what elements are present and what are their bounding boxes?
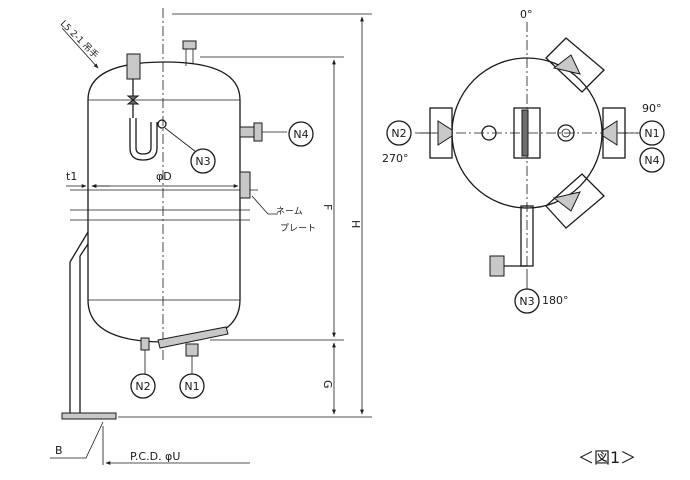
name-plate bbox=[239, 171, 278, 215]
support-lug-lower bbox=[545, 173, 605, 229]
bubble-n2-plan: N2 bbox=[386, 120, 412, 146]
pcd-dimension bbox=[50, 421, 250, 465]
label-0-deg: 0° bbox=[520, 8, 533, 21]
label-180-deg: 180° bbox=[542, 294, 569, 307]
svg-text:N3: N3 bbox=[519, 295, 534, 308]
n3-leader bbox=[164, 127, 197, 153]
plan-top-view: 0° 90° 270° 180° N2 N1 N4 N3 bbox=[382, 8, 665, 314]
label-270-deg: 270° bbox=[382, 152, 409, 165]
nozzle-plan-left bbox=[481, 125, 497, 141]
label-l5: L5 2-1 吊手 bbox=[58, 18, 101, 61]
label-h: H bbox=[349, 220, 362, 228]
svg-text:N2: N2 bbox=[391, 127, 406, 140]
side-elevation-view: L5 2-1 吊手 t1 φD ネーム プレート F H G B P.C.D. … bbox=[50, 8, 372, 465]
bottom-nozzles bbox=[140, 326, 229, 374]
manhole-plan bbox=[513, 107, 541, 159]
label-f: F bbox=[321, 204, 334, 210]
valve-icon bbox=[126, 95, 140, 105]
label-t1: t1 bbox=[66, 170, 77, 183]
label-diameter: φD bbox=[156, 170, 172, 183]
svg-text:N1: N1 bbox=[644, 127, 659, 140]
nozzle-n1-plan bbox=[602, 107, 638, 159]
support-lug-upper bbox=[545, 37, 605, 93]
l5-leader bbox=[61, 27, 99, 69]
label-g: G bbox=[321, 380, 334, 389]
gauge-plan bbox=[489, 205, 534, 292]
gauge-head bbox=[126, 53, 141, 80]
bubble-n4-plan: N4 bbox=[639, 147, 665, 173]
bottom-manhole-flange bbox=[157, 326, 229, 349]
bubble-n3-plan: N3 bbox=[514, 288, 540, 314]
nozzle-n1-stub bbox=[185, 343, 199, 357]
label-name-plate-1: ネーム bbox=[276, 206, 303, 217]
bubble-n2-side: N2 bbox=[130, 373, 156, 399]
svg-text:N4: N4 bbox=[644, 154, 659, 167]
support-leg bbox=[61, 231, 117, 420]
leg-base-plate bbox=[61, 412, 117, 420]
label-pcd: P.C.D. φU bbox=[130, 450, 180, 463]
label-name-plate-2: プレート bbox=[280, 223, 316, 234]
label-b: B bbox=[55, 444, 63, 457]
bubble-n1-side: N1 bbox=[179, 373, 205, 399]
svg-text:N1: N1 bbox=[184, 380, 199, 393]
vertical-dimensions bbox=[118, 13, 372, 418]
svg-text:N2: N2 bbox=[135, 380, 150, 393]
svg-text:N3: N3 bbox=[195, 155, 210, 168]
nozzle-n2-stub bbox=[140, 337, 150, 351]
nozzle-n4-side bbox=[239, 122, 287, 142]
svg-text:N4: N4 bbox=[293, 128, 308, 141]
top-nozzle bbox=[182, 40, 197, 66]
nozzle-n2-plan bbox=[415, 107, 453, 159]
label-90-deg: 90° bbox=[642, 102, 662, 115]
level-gauge-assembly bbox=[126, 53, 167, 161]
bubble-n1-plan: N1 bbox=[639, 120, 665, 146]
nozzle-plan-right bbox=[557, 124, 575, 142]
bubble-n3-side: N3 bbox=[190, 148, 216, 174]
bubble-n4-side: N4 bbox=[288, 121, 314, 147]
figure-caption: ＜図1＞ bbox=[578, 448, 636, 467]
